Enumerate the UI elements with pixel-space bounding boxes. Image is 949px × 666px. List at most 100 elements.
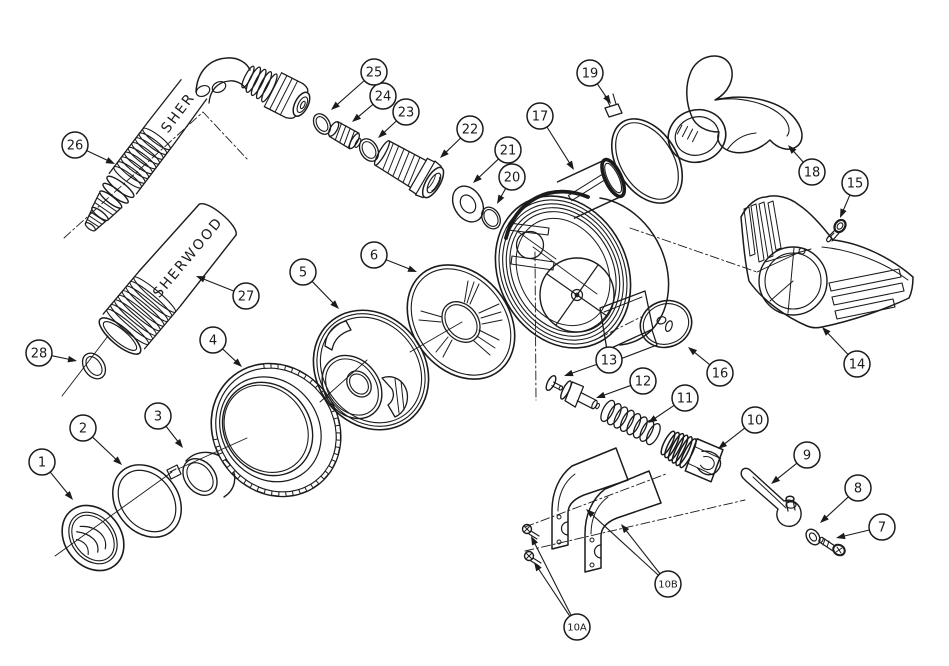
callout-bubble	[456, 115, 484, 143]
callout-number: 3	[154, 410, 162, 425]
knurl-tooth	[331, 452, 339, 463]
callout-number: 9	[803, 449, 811, 464]
part-19-tie-wrap	[604, 93, 684, 204]
callout-10: 10	[718, 406, 769, 449]
knurl-tooth	[315, 475, 325, 485]
leader-arrowhead	[531, 536, 539, 546]
callout-number: 27	[238, 290, 255, 305]
knurl-tooth	[304, 483, 314, 492]
leader-line	[91, 436, 119, 462]
part-14-cover	[740, 195, 914, 329]
part-13-pin	[545, 374, 564, 392]
knurl-tooth	[226, 464, 236, 475]
callout-number: 14	[849, 358, 866, 373]
leader-arrowhead	[407, 265, 417, 272]
part-10b-deflector-plates	[551, 447, 662, 573]
callout-8: 8	[820, 474, 872, 523]
leader-line	[221, 348, 239, 364]
callout-number: 15	[847, 177, 864, 192]
callout-number: 2	[79, 422, 87, 437]
callout-18: 18	[788, 145, 826, 186]
leader-line	[201, 277, 235, 292]
callout-bubble	[25, 339, 53, 367]
part-24-plug	[327, 120, 362, 150]
callout-number: 20	[504, 171, 521, 186]
leader-arrowhead	[331, 101, 340, 110]
knurl-tooth	[330, 409, 339, 420]
leader-line	[546, 126, 572, 166]
part-10-valve-body	[660, 430, 724, 483]
knurl-tooth	[218, 452, 227, 462]
leader-line	[841, 529, 870, 538]
leader-line	[825, 330, 849, 356]
callout-16: 16	[688, 347, 734, 387]
callout-bubble	[868, 513, 896, 541]
callout-6: 6	[360, 241, 417, 272]
leader-arrowhead	[113, 456, 122, 465]
part-9-lever	[740, 467, 802, 528]
leader-line	[49, 471, 70, 496]
hose-text-upper: SHER	[158, 90, 198, 136]
callout-number: 24	[375, 90, 392, 105]
part-25-oring	[312, 113, 332, 135]
callout-bubble	[498, 163, 526, 191]
callout-number: 4	[209, 334, 217, 349]
part-6-diaphragm-plate	[406, 264, 516, 380]
callout-19: 19	[576, 59, 611, 104]
callout-bubble	[671, 384, 699, 412]
knurl-tooth	[236, 475, 247, 485]
knurl-tooth	[334, 439, 342, 449]
callout-bubble	[706, 359, 734, 387]
part-11-spring	[600, 399, 661, 446]
callout-bubble	[793, 441, 821, 469]
callout-number: 11	[677, 392, 694, 407]
callout-2: 2	[69, 414, 122, 465]
callout-10B: 10B	[586, 509, 682, 598]
part-16-diaphragm	[639, 299, 693, 349]
leader-arrowhead	[174, 438, 183, 448]
callout-bubble	[28, 448, 56, 476]
leader-line	[381, 120, 398, 135]
callout-3: 3	[144, 402, 183, 448]
leader-line	[311, 280, 336, 306]
callout-bubble	[199, 326, 227, 354]
callout-number: 10	[747, 414, 764, 429]
callout-22: 22	[440, 115, 484, 158]
leader-arrowhead	[836, 532, 846, 540]
callout-bubble	[369, 82, 397, 110]
part-2-oring	[111, 464, 183, 538]
part-26-hose-assembly: SHER	[84, 57, 311, 232]
leader-arrowhead	[688, 347, 698, 356]
callout-27: 27	[196, 276, 260, 310]
part-20-oring	[481, 206, 501, 230]
callout-bubble	[629, 367, 657, 395]
callout-bubble	[595, 346, 623, 374]
leader-arrowhead	[586, 509, 595, 518]
callout-11: 11	[648, 384, 699, 423]
callout-24: 24	[352, 82, 397, 122]
callout-bubble	[144, 402, 172, 430]
part-8-washer	[805, 528, 821, 546]
callout-number: 23	[398, 106, 415, 121]
leader-line	[443, 137, 462, 155]
callout-bubble	[741, 406, 769, 434]
callout-number: 12	[635, 375, 652, 390]
callout-number: 18	[804, 166, 821, 181]
callout-number: 25	[366, 66, 383, 81]
leader-arrowhead	[330, 300, 339, 309]
callout-bubble	[61, 131, 89, 159]
callout-bubble	[844, 474, 872, 502]
leader-line	[775, 462, 798, 481]
leader-line	[86, 150, 111, 162]
leader-line	[356, 103, 374, 119]
leader-arrowhead	[352, 113, 362, 122]
leader-arrowhead	[648, 415, 658, 423]
leader-arrowhead	[566, 160, 574, 170]
callout-bubble	[798, 158, 826, 186]
callout-number: 1	[38, 456, 46, 471]
leader-arrowhead	[233, 358, 242, 367]
knurl-tooth	[303, 374, 314, 384]
callout-number: 13	[601, 354, 618, 369]
leader-arrowhead	[596, 391, 606, 399]
